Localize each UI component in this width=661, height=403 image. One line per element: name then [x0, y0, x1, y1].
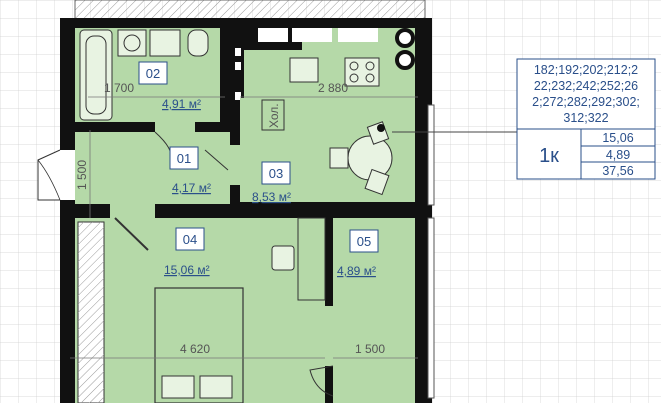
dim-label-5: 1 500	[355, 342, 385, 356]
legend-floors-line-1: 182;192;202;212;2	[534, 63, 638, 77]
pillow-icon-2	[199, 375, 233, 399]
room-01-box	[169, 146, 199, 170]
dim-label-1: 1 700	[104, 81, 134, 95]
room-02-area: 4,91 м²	[162, 97, 201, 111]
wardrobe-hatch	[78, 222, 104, 403]
room-01-floor	[75, 132, 230, 204]
kitchen-cabinet-slot-2	[292, 28, 332, 42]
column-slot-2	[235, 62, 241, 70]
room-05-number: 05	[357, 234, 371, 249]
bathtub-inner	[85, 35, 107, 115]
dim-label-2: 2 880	[318, 81, 348, 95]
room-04-box	[175, 227, 205, 251]
dining-table-icon	[347, 135, 393, 181]
entrance-swing	[37, 159, 61, 201]
column-slot-3	[235, 92, 241, 100]
legend-area-1: 15,06	[602, 131, 633, 145]
room-05-area: 4,89 м²	[337, 264, 376, 278]
burner-icon	[349, 61, 359, 71]
room-03-number: 03	[269, 166, 283, 181]
sink-icon	[149, 29, 181, 57]
wall-room-balcony	[325, 218, 333, 306]
entrance-gap	[60, 150, 75, 200]
legend-area-total: 37,56	[602, 164, 633, 178]
wall-right	[415, 18, 425, 403]
wall-bath-kitchen	[220, 28, 232, 132]
legend-table	[516, 58, 656, 180]
door-leaf-2	[114, 217, 149, 251]
vent-icon-2	[395, 50, 415, 70]
room-04-number: 04	[183, 232, 197, 247]
dim-label-4: 4 620	[180, 342, 210, 356]
desk-icon	[297, 217, 326, 301]
chair-icon	[329, 147, 349, 169]
fridge-label: Хол.	[267, 103, 281, 128]
room-03-area: 8,53 м²	[252, 190, 291, 204]
vent-icon	[395, 28, 415, 48]
wall-bath-hall	[60, 122, 232, 132]
fridge-icon	[261, 99, 285, 131]
room-03-box	[261, 161, 291, 185]
balcony-door-swing	[309, 365, 334, 397]
dim-label-3: 1 500	[75, 160, 89, 190]
kitchen-cabinet-slot-3	[338, 28, 378, 42]
room-02-number: 02	[146, 66, 160, 81]
pillow-icon	[161, 375, 195, 399]
washing-machine-drum	[123, 34, 141, 52]
lamp-icon	[377, 124, 385, 132]
legend-apartment-type: 1к	[539, 145, 559, 167]
desk-chair-icon	[271, 245, 295, 271]
door-gap-balcony	[325, 306, 333, 366]
burner-icon-3	[349, 73, 359, 83]
stove-icon	[344, 57, 380, 87]
burner-icon-2	[365, 61, 375, 71]
column-slot	[235, 48, 241, 56]
door-leaf	[204, 149, 229, 171]
window-icon-2	[427, 217, 435, 399]
legend-floors-line-3: 2;272;282;292;302;	[532, 95, 640, 109]
door-gap-room	[110, 204, 155, 218]
kitchen-sink-icon	[289, 57, 319, 83]
room-05-box	[349, 229, 379, 253]
door-gap-bath	[155, 122, 195, 132]
toilet-icon	[187, 29, 209, 57]
window-icon	[427, 104, 435, 206]
room-01-number: 01	[177, 151, 191, 166]
kitchen-cabinet-slot	[258, 28, 288, 42]
room-04-area: 15,06 м²	[164, 263, 210, 277]
bathtub-icon	[79, 29, 113, 121]
chair-icon-2	[364, 168, 390, 196]
burner-icon-4	[365, 73, 375, 83]
legend-floors-line-4: 312;322	[563, 111, 608, 125]
room-01-area: 4,17 м²	[172, 181, 211, 195]
room-02-box	[138, 61, 168, 85]
door-gap-kitchen	[230, 145, 240, 185]
balcony-top	[74, 0, 426, 21]
legend-area-2: 4,89	[606, 148, 630, 162]
washing-machine-icon	[117, 29, 147, 57]
legend-floors-line-2: 22;232;242;252;26	[534, 79, 638, 93]
door-gap-kitchen-top	[240, 98, 245, 128]
